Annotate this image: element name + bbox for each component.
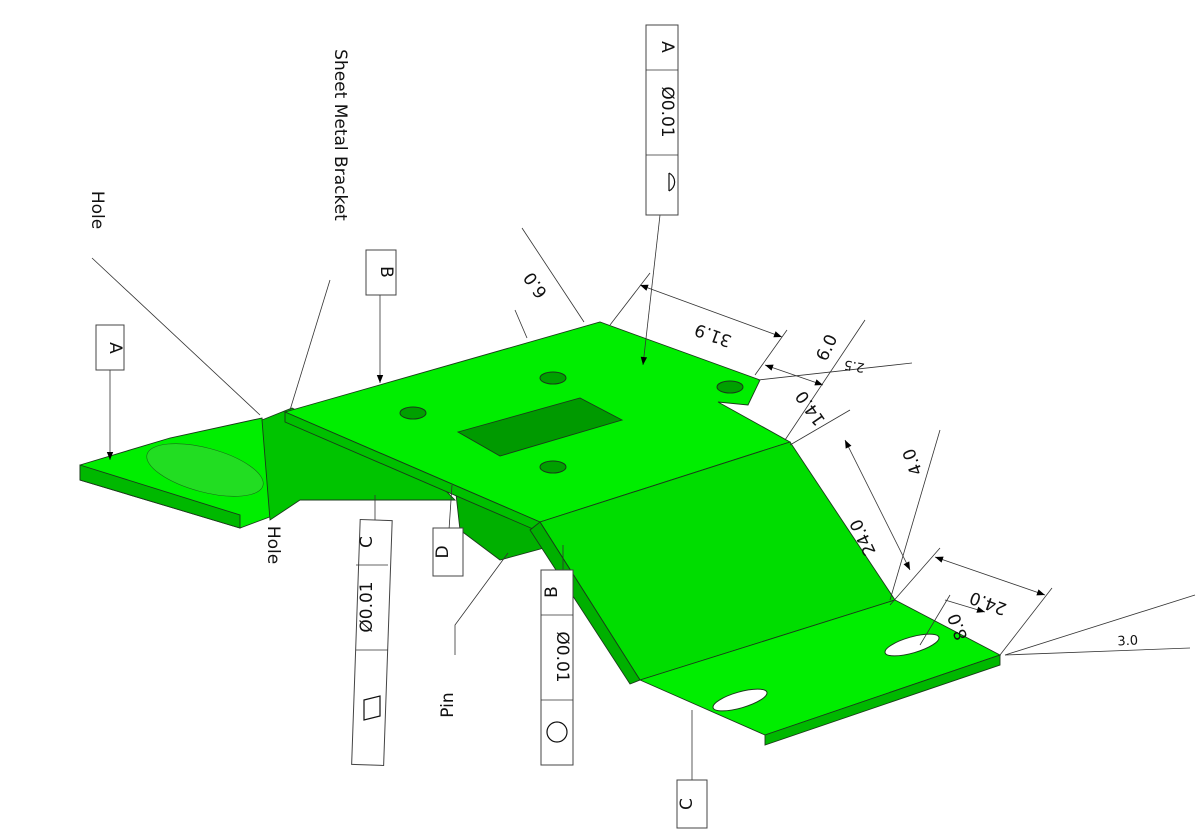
dim-6-0-right: 6.0 [813, 331, 843, 364]
upright-wall [261, 407, 457, 521]
frame-left: C Ø0.01 [351, 518, 393, 766]
frame-top: A Ø0.01 [645, 24, 679, 216]
svg-text:A: A [657, 41, 677, 53]
datum-a: A [95, 324, 125, 371]
rect-hole [456, 397, 624, 457]
left-flange-edge [79, 464, 241, 529]
svg-text:A: A [105, 342, 125, 354]
flatness-icon [363, 695, 381, 721]
datum-d: D [432, 527, 464, 577]
svg-text:C: C [677, 798, 697, 810]
circularity-icon [546, 721, 568, 743]
svg-text:Ø0.01: Ø0.01 [357, 581, 377, 632]
hole [539, 460, 567, 474]
profile-of-surface-icon [668, 172, 676, 192]
datum-b: B [365, 249, 397, 296]
dim-31-9: 31.9 [692, 319, 734, 351]
dim-4-0: 4.0 [899, 446, 927, 478]
pin-note: Pin [438, 692, 458, 717]
svg-text:D: D [433, 545, 453, 558]
leader-lines [91, 214, 1196, 780]
hole [399, 406, 427, 420]
bottom-flange-edge [764, 654, 1001, 746]
hole [539, 371, 567, 385]
datum-c-bottom: C [676, 779, 708, 829]
svg-text:C: C [357, 536, 377, 548]
flange-emboss [146, 443, 264, 497]
svg-text:Ø0.01: Ø0.01 [552, 631, 572, 682]
dim-2-5: 2.5 [843, 356, 866, 374]
hole-note-top: Hole [87, 191, 107, 229]
dim-3-0: 3.0 [1117, 633, 1138, 649]
slot [884, 633, 940, 657]
dim-24-0-horizontal: 24.0 [967, 587, 1009, 619]
svg-text:Ø0.01: Ø0.01 [657, 86, 677, 137]
svg-text:B: B [376, 266, 396, 278]
dim-14-0: 14.0 [792, 387, 830, 429]
sheet-metal-bracket-note: Sheet Metal Bracket [330, 49, 350, 221]
hole-note-bottom: Hole [263, 526, 283, 564]
slot [712, 688, 768, 712]
svg-text:B: B [542, 586, 562, 598]
frame-bottom: B Ø0.01 [540, 569, 574, 766]
slanted-plate-edge [529, 521, 641, 685]
hole [716, 380, 744, 394]
sheet-metal-part [79, 321, 1002, 746]
dim-6-0-top: 6.0 [520, 268, 552, 302]
